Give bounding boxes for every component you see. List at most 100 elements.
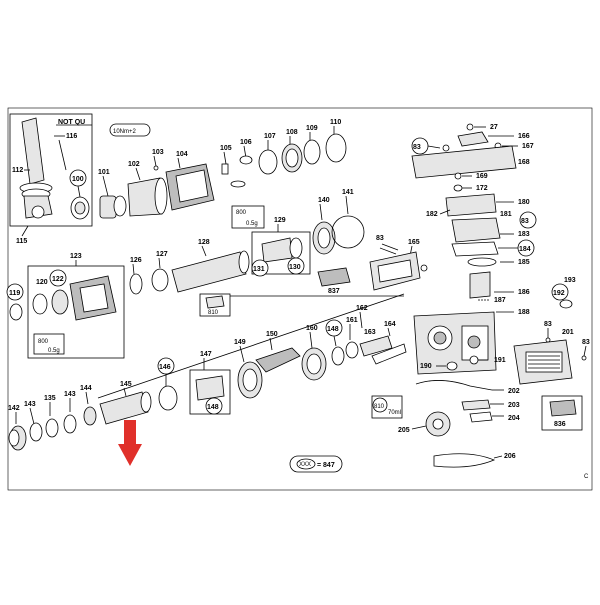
label-109: 109 xyxy=(306,125,318,132)
label-115: 115 xyxy=(16,238,27,245)
label-130: 130 xyxy=(289,264,301,271)
label-101: 101 xyxy=(98,169,110,176)
label-144: 144 xyxy=(80,385,92,392)
part-150 xyxy=(255,347,301,373)
label-83-a: 83 xyxy=(413,144,421,151)
label-188: 188 xyxy=(518,309,530,316)
label-161: 161 xyxy=(346,317,358,324)
red-arrow-indicator xyxy=(118,420,142,466)
part-186-armature xyxy=(469,271,491,299)
label-203: 203 xyxy=(508,402,520,409)
part-163 xyxy=(359,335,393,357)
part-180 xyxy=(445,193,497,217)
front-chuck-group: 100 101 102 103 104 105 106 107 108 xyxy=(69,119,347,220)
part-837-icon xyxy=(317,267,351,287)
label-185: 185 xyxy=(518,259,530,266)
part-836-icon xyxy=(549,399,577,417)
part-202-belt xyxy=(415,380,493,391)
handle-grip xyxy=(21,117,45,185)
label-182: 182 xyxy=(426,211,438,218)
label-150: 150 xyxy=(266,331,278,338)
label-135: 135 xyxy=(44,395,56,402)
side-handle-group: NOT QU 116 112 115 xyxy=(9,113,93,245)
grease-amount-2: 0.5g xyxy=(48,348,60,354)
label-116: 116 xyxy=(66,133,77,140)
label-100: 100 xyxy=(72,176,84,183)
label-184: 184 xyxy=(519,246,531,253)
oil-amount: 70ml xyxy=(388,410,401,416)
label-180: 180 xyxy=(518,199,530,206)
label-172: 172 xyxy=(476,185,488,192)
label-122: 122 xyxy=(52,276,64,283)
label-181: 181 xyxy=(500,211,512,218)
label-165: 165 xyxy=(408,239,420,246)
label-162: 162 xyxy=(356,305,368,312)
label-145: 145 xyxy=(120,381,132,388)
label-167: 167 xyxy=(522,143,534,150)
cylinder-box xyxy=(27,265,125,359)
part-206-belt xyxy=(433,453,496,468)
part-145-piston xyxy=(99,391,149,425)
side-mark: C xyxy=(584,474,589,480)
handle-rod xyxy=(58,139,67,171)
label-128: 128 xyxy=(198,239,210,246)
label-160: 160 xyxy=(306,325,318,332)
label-166: 166 xyxy=(518,133,530,140)
label-183: 183 xyxy=(518,231,530,238)
label-110: 110 xyxy=(330,119,341,126)
middle-left-group: 123 119 120 122 800 0.5g 126 127 128 800… xyxy=(6,189,365,359)
label-187: 187 xyxy=(494,297,506,304)
label-148-b: 148 xyxy=(327,326,339,333)
label-169: 169 xyxy=(476,173,488,180)
label-192: 192 xyxy=(553,290,565,297)
label-191: 191 xyxy=(494,357,506,364)
diagram-frame xyxy=(7,107,593,491)
part-128-shaft xyxy=(171,251,247,293)
lower-left-group: 142 143 135 143 144 145 146 147 148 xyxy=(8,351,231,466)
label-193: 193 xyxy=(564,277,576,284)
label-147: 147 xyxy=(200,351,212,358)
label-27: 27 xyxy=(490,124,498,131)
label-149: 149 xyxy=(234,339,246,346)
label-837: 837 xyxy=(328,288,340,295)
label-120: 120 xyxy=(36,279,48,286)
label-108: 108 xyxy=(286,129,298,136)
label-141: 141 xyxy=(342,189,354,196)
label-104: 104 xyxy=(176,151,188,158)
part-101 xyxy=(99,195,117,219)
label-102: 102 xyxy=(128,161,140,168)
label-83-d: 83 xyxy=(544,321,552,328)
label-105: 105 xyxy=(220,145,232,152)
label-140: 140 xyxy=(318,197,330,204)
label-202: 202 xyxy=(508,388,520,395)
right-motor-group: 27 166 83 167 168 169 172 180 182 181 83… xyxy=(411,123,590,431)
label-206: 206 xyxy=(504,453,516,460)
label-83-b: 83 xyxy=(376,235,384,242)
center-group: 149 150 160 148 161 162 163 164 xyxy=(234,305,407,399)
label-83-c: 83 xyxy=(521,218,529,225)
part-166 xyxy=(457,131,489,147)
header-not-qu: NOT QU xyxy=(58,119,85,126)
grease-note-1: 800 xyxy=(236,210,247,216)
label-146: 146 xyxy=(159,364,171,371)
label-836: 836 xyxy=(554,421,566,428)
label-112: 112 xyxy=(12,167,23,174)
label-810-b: 810 xyxy=(374,404,385,410)
label-126: 126 xyxy=(130,257,142,264)
part-147 xyxy=(195,375,225,401)
legend-eq: = 847 xyxy=(317,462,335,469)
label-129: 129 xyxy=(274,217,286,224)
label-103: 103 xyxy=(152,149,164,156)
label-123: 123 xyxy=(70,253,82,260)
label-190: 190 xyxy=(420,363,432,370)
grease-amount-1: 0.5g xyxy=(246,221,258,227)
label-127: 127 xyxy=(156,251,168,258)
label-83-e: 83 xyxy=(582,339,590,346)
label-142: 142 xyxy=(8,405,20,412)
label-204: 204 xyxy=(508,415,520,422)
label-164: 164 xyxy=(384,321,396,328)
torque-note: 10Nm+2 xyxy=(113,129,137,135)
label-186: 186 xyxy=(518,289,530,296)
